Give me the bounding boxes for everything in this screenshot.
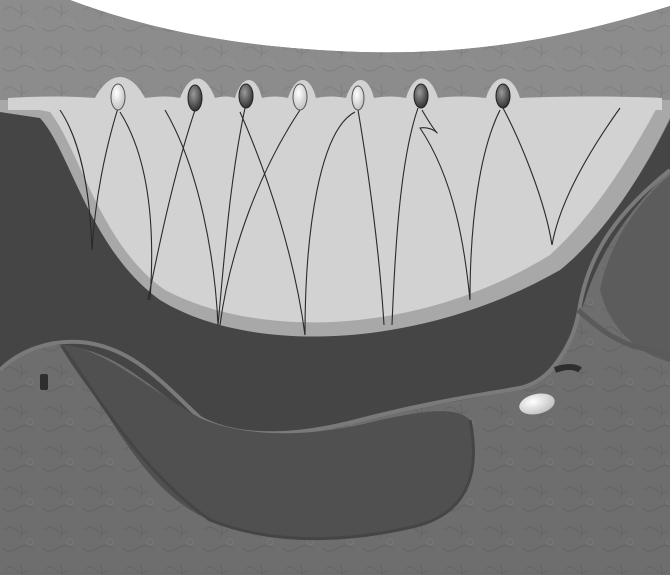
cell-light [352,86,364,110]
cell-dark [414,84,428,108]
cell-dark [188,85,202,111]
cell-light [293,84,307,110]
left-marker [40,374,48,390]
cell-dark [239,84,253,108]
right-marker [555,367,580,370]
cell-dark [496,84,510,108]
cell-light [111,84,125,110]
